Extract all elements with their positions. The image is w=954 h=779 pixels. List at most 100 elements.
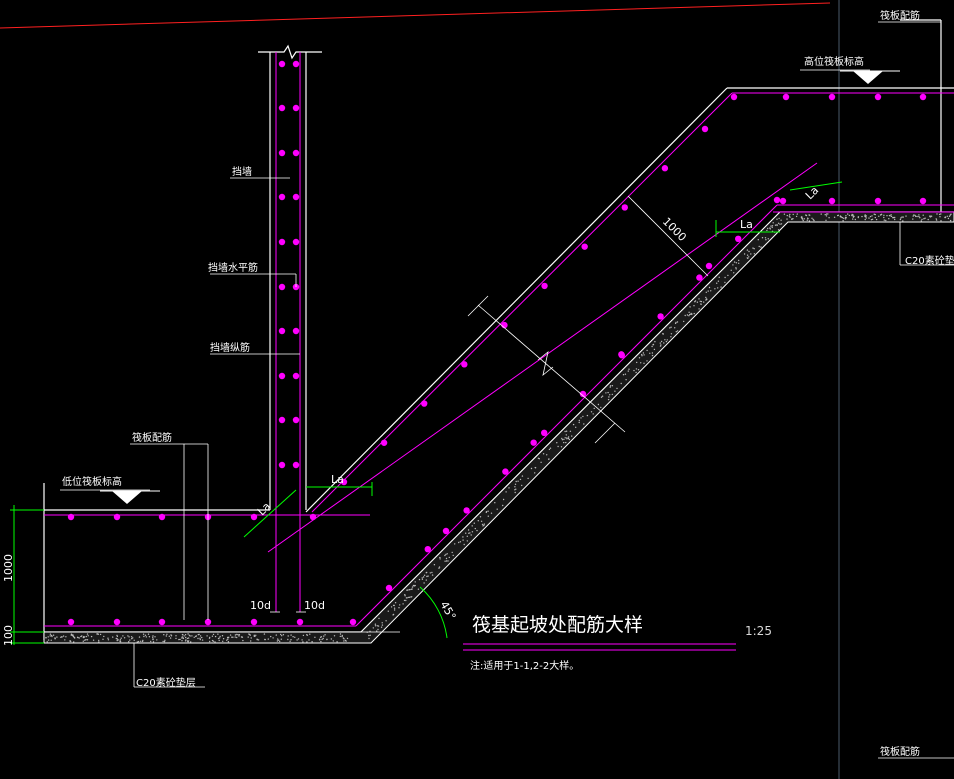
cushion-speck [52,634,55,636]
cushion-speck [345,640,347,642]
cushion-speck [398,607,400,609]
cushion-speck [306,641,308,643]
cushion-speck [880,213,883,215]
cushion-speck [900,217,902,219]
cushion-speck [733,272,735,274]
cushion-speck [710,290,712,292]
cushion-speck [950,213,952,215]
cushion-speck [601,395,604,397]
cushion-speck [130,636,133,638]
cushion-speck [341,634,343,637]
cushion-speck [565,434,567,436]
rebar-dot [735,235,742,242]
cushion-speck [141,640,144,643]
cushion-speck [883,214,885,216]
rebar-dot [874,93,882,101]
cushion-speck [368,637,370,640]
cushion-speck [746,249,749,251]
rebar-dot [250,513,258,521]
cushion-speck [871,215,873,217]
cushion-speck [643,354,645,356]
cushion-speck [164,639,166,641]
cushion-speck [188,640,190,642]
cushion-speck [175,637,177,640]
cushion-speck [892,217,894,219]
cushion-speck [197,634,199,636]
rebar-dot [621,204,628,211]
rebar-dot [657,313,664,320]
cushion-speck [875,218,878,221]
cushion-speck [939,216,941,218]
cushion-speck [894,216,896,219]
drawing-scale: 1:25 [745,624,772,638]
cushion-speck [689,313,691,316]
cushion-speck [905,215,907,217]
cushion-speck [521,475,524,477]
cushion-speck [408,596,411,598]
cushion-speck [833,216,836,218]
cushion-speck [487,510,489,512]
cushion-speck [423,582,425,584]
rebar-dot [874,197,882,205]
cushion-speck [473,522,475,524]
cushion-speck [921,218,923,221]
cushion-speck [217,633,219,635]
cushion-speck [296,639,298,641]
cushion-speck [208,637,211,639]
cushion-speck [133,639,135,641]
cushion-speck [948,215,951,217]
cushion-speck [857,216,859,219]
cushion-speck [780,219,782,221]
rebar-dot [250,618,258,626]
cushion-speck [231,636,233,638]
rebar-dot [919,197,927,205]
cushion-speck [878,215,880,217]
cushion-speck [786,218,788,220]
cushion-speck [885,219,887,222]
cushion-speck [688,311,690,313]
cushion-speck [183,635,185,637]
cushion-speck [445,560,448,562]
cushion-speck [852,216,855,218]
cushion-speck [874,216,876,219]
cushion-speck [844,218,847,220]
cushion-speck [575,426,577,428]
cushion-speck [730,269,732,271]
cushion-speck [219,635,221,638]
cushion-speck [381,622,383,624]
cushion-speck [302,634,305,637]
cushion-speck [470,534,472,536]
cushion-speck [607,398,610,401]
cushion-speck [458,541,460,544]
rebar-dot [158,618,166,626]
cushion-speck [206,635,208,637]
cushion-speck [549,447,552,449]
cushion-speck [380,626,383,628]
cushion-speck [758,245,760,248]
cushion-speck [540,461,542,463]
cushion-speck [144,634,147,636]
cushion-speck [886,215,888,217]
cushion-speck [413,585,416,587]
cushion-speck [718,276,720,278]
cushion-speck [938,213,941,216]
cushion-speck [378,617,380,620]
rebar-dot [463,507,470,514]
cushion-speck [717,280,720,282]
cushion-speck [403,599,406,602]
cushion-speck [187,633,189,635]
cushion-speck [309,633,311,635]
cushion-speck [803,218,805,220]
rebar-dot [292,60,300,68]
cushion-speck [764,237,767,239]
cushion-speck [107,639,110,641]
cushion-speck [563,441,565,444]
cushion-speck [229,634,232,636]
cushion-speck [660,340,663,343]
cushion-speck [211,635,214,637]
drawing-title: 筏基起坡处配筋大样 [472,614,643,636]
cushion-speck [232,636,234,638]
cushion-speck [227,638,229,640]
cushion-speck [214,641,216,643]
dim-10d-left: 10d [250,599,271,612]
